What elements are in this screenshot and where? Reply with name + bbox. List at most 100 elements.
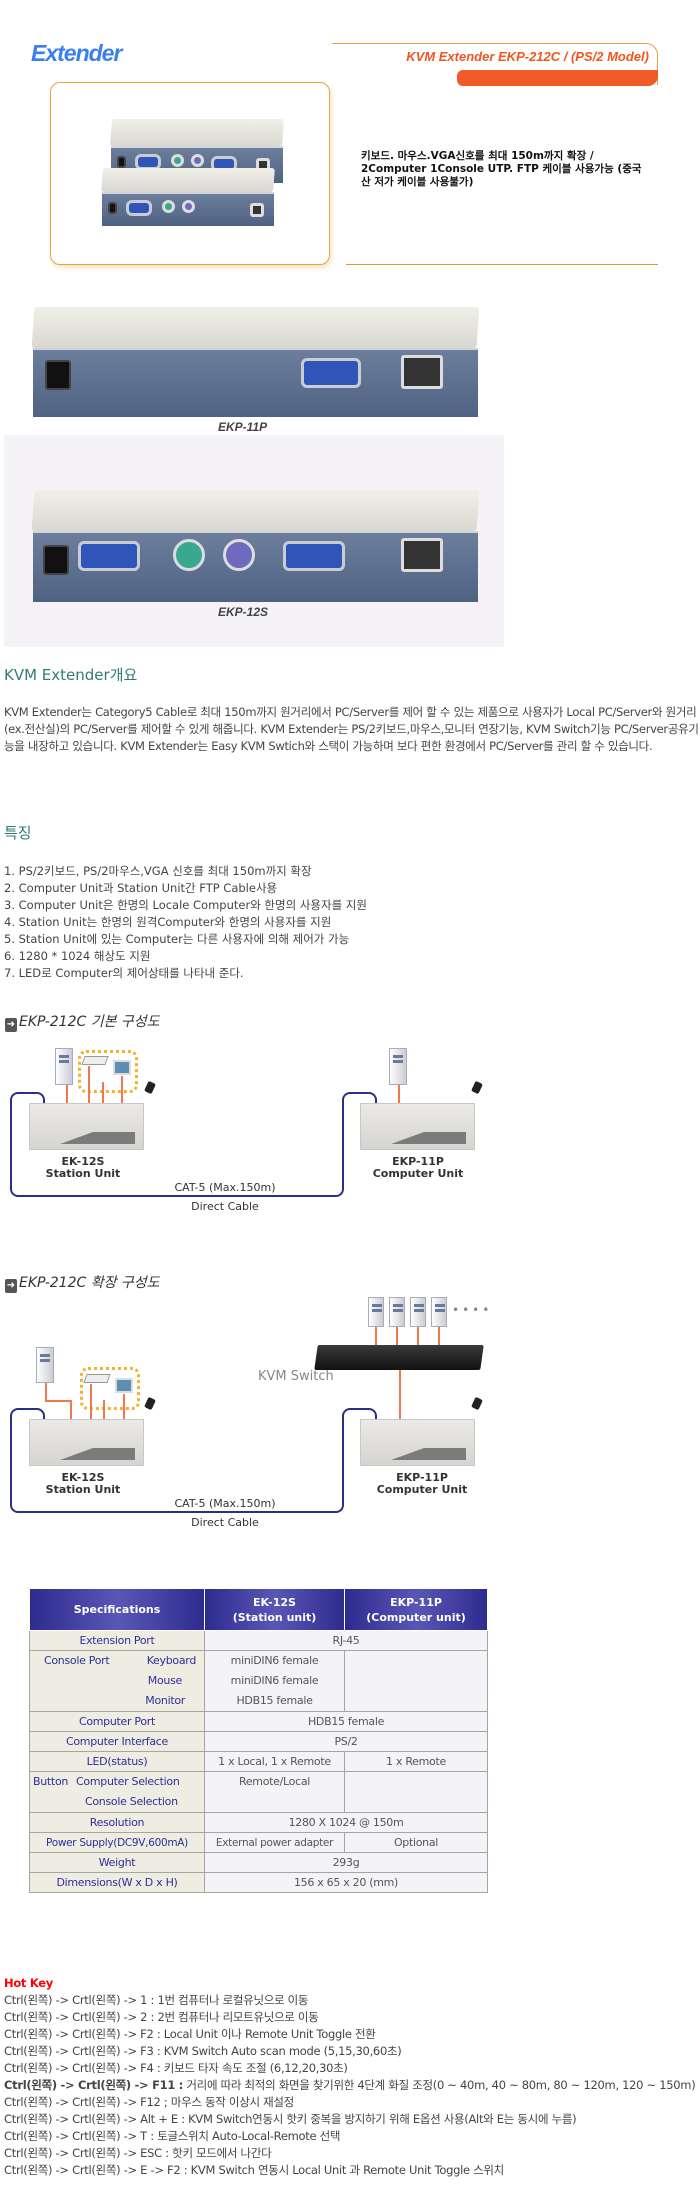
overview-text: KVM Extender는 Category5 Cable로 최대 150m까지… — [4, 705, 699, 753]
row-value: 293g — [204, 1852, 488, 1873]
station-unit-device — [29, 1419, 144, 1466]
table-header-row: Specifications EK-12S(Station unit) EKP-… — [29, 1588, 488, 1631]
features-heading: 특징 — [4, 824, 32, 842]
row-value-empty — [344, 1771, 488, 1813]
hotkey-item: Ctrl(왼쪽) -> Crtl(왼쪽) -> F11 : 거리에 따라 최적의… — [4, 2078, 696, 2092]
feature-item: 6. 1280 * 1024 해상도 지원 — [4, 949, 151, 963]
row-label: Resolution — [29, 1812, 205, 1833]
power-adapter-icon — [144, 1080, 156, 1095]
cable-spec-label: CAT-5 (Max.150m) — [174, 1497, 276, 1510]
feature-item: 1. PS/2키보드, PS/2마우스,VGA 신호를 최대 150m까지 확장 — [4, 864, 312, 878]
hotkey-item: Ctrl(왼쪽) -> Crtl(왼쪽) -> F12 ; 마우스 동작 이상시… — [4, 2095, 294, 2109]
row-value: Remote/Local — [204, 1771, 345, 1813]
table-row: Dimensions(W x D x H)156 x 65 x 20 (mm) — [29, 1872, 488, 1893]
kvm-switch-label: KVM Switch — [258, 1369, 334, 1384]
extended-diagram-title-text: EKP-212C 확장 구성도 — [19, 1275, 160, 1291]
pc-tower-icon — [36, 1347, 54, 1383]
power-adapter-icon — [471, 1396, 483, 1411]
server-icon — [410, 1297, 426, 1327]
features-list: 1. PS/2키보드, PS/2마우스,VGA 신호를 최대 150m까지 확장… — [4, 863, 367, 982]
row-label: Power Supply(DC9V,600mA) — [29, 1832, 205, 1853]
computer-unit-device — [360, 1103, 475, 1150]
pc-tower-icon — [389, 1048, 407, 1085]
extended-diagram-title: ➜EKP-212C 확장 구성도 — [5, 1275, 160, 1293]
row-value-empty — [344, 1650, 488, 1712]
row-value: Optional — [344, 1832, 488, 1853]
cable-end-computer — [342, 1092, 377, 1104]
feature-item: 3. Computer Unit은 한명의 Locale Computer와 한… — [4, 898, 367, 912]
pc-tower-icon — [55, 1048, 73, 1085]
hotkey-item: Ctrl(왼쪽) -> Crtl(왼쪽) -> 1 : 1번 컴퓨터나 로컬유닛… — [4, 1993, 309, 2007]
ekp-12s-photo — [31, 490, 480, 602]
power-adapter-icon — [144, 1396, 156, 1411]
row-value: 156 x 65 x 20 (mm) — [204, 1872, 488, 1893]
row-value: 1280 X 1024 @ 150m — [204, 1812, 488, 1833]
feature-item: 7. LED로 Computer의 제어상태를 나타내 준다. — [4, 966, 244, 980]
feature-item: 4. Station Unit는 한명의 원격Computer와 한명의 사용자… — [4, 915, 332, 929]
hotkey-item: Ctrl(왼쪽) -> Crtl(왼쪽) -> Alt + E : KVM Sw… — [4, 2112, 577, 2126]
hotkey-item: Ctrl(왼쪽) -> Crtl(왼쪽) -> F2 : Local Unit … — [4, 2027, 376, 2041]
cable-end-station — [10, 1092, 45, 1104]
row-label: Extension Port — [29, 1630, 205, 1651]
product-image-lower — [101, 168, 275, 226]
hotkey-item: Ctrl(왼쪽) -> Crtl(왼쪽) -> ESC : 핫키 모드에서 나간… — [4, 2146, 272, 2160]
header-ekp-11p: EKP-11P(Computer unit) — [344, 1588, 488, 1631]
cable-type-label: Direct Cable — [191, 1200, 259, 1213]
hotkey-item: Ctrl(왼쪽) -> Crtl(왼쪽) -> 2 : 2번 컴퓨터나 리모트유… — [4, 2010, 319, 2024]
row-value: External power adapter — [204, 1832, 345, 1853]
row-value: 1 x Local, 1 x Remote — [204, 1751, 345, 1772]
row-value: RJ-45 — [204, 1630, 488, 1651]
product-photo-box — [50, 82, 330, 265]
basic-diagram-title-text: EKP-212C 기본 구성도 — [19, 1014, 160, 1030]
more-servers-dots: •••• — [452, 1303, 493, 1317]
hotkey-item: Ctrl(왼쪽) -> Crtl(왼쪽) -> F3 : KVM Switch … — [4, 2044, 402, 2058]
cable-type-label: Direct Cable — [191, 1516, 259, 1529]
power-adapter-icon — [471, 1080, 483, 1095]
specifications-table: Specifications EK-12S(Station unit) EKP-… — [29, 1588, 488, 1893]
computer-unit-device — [360, 1419, 475, 1466]
hotkey-item: Ctrl(왼쪽) -> Crtl(왼쪽) -> F4 : 키보드 타자 속도 조… — [4, 2061, 348, 2075]
hotkey-item: Ctrl(왼쪽) -> Crtl(왼쪽) -> T : 토글스위치 Auto-L… — [4, 2129, 341, 2143]
header-divider — [346, 264, 658, 265]
row-value: PS/2 — [204, 1731, 488, 1752]
cable-end-computer — [342, 1408, 377, 1420]
row-label: Dimensions(W x D x H) — [29, 1872, 205, 1893]
keyboard-icon — [81, 1056, 109, 1065]
basic-diagram-title: ➜EKP-212C 기본 구성도 — [5, 1014, 160, 1032]
server-icon — [389, 1297, 405, 1327]
station-unit-device — [29, 1103, 144, 1150]
server-icon — [368, 1297, 384, 1327]
keyboard-icon — [83, 1374, 111, 1383]
product-title-tab: KVM Extender EKP-212C / (PS/2 Model) — [332, 43, 658, 86]
ekp-12s-label: EKP-12S — [218, 605, 269, 619]
console-group — [80, 1367, 140, 1410]
hotkey-item: Ctrl(왼쪽) -> Crtl(왼쪽) -> E -> F2 : KVM Sw… — [4, 2163, 504, 2177]
table-row: Power Supply(DC9V,600mA)External power a… — [29, 1832, 488, 1853]
kvm-switch-device — [314, 1345, 484, 1370]
arrow-right-icon: ➜ — [5, 1279, 17, 1293]
header-ek-12s: EK-12S(Station unit) — [204, 1588, 345, 1631]
row-label: Weight — [29, 1852, 205, 1873]
feature-item: 5. Station Unit에 있는 Computer는 다른 사용자에 의해… — [4, 932, 350, 946]
ekp-12s-photo-panel: EKP-12S — [4, 435, 504, 647]
console-group — [78, 1050, 138, 1093]
cable-spec-label: CAT-5 (Max.150m) — [174, 1181, 276, 1194]
monitor-icon — [115, 1378, 133, 1393]
monitor-icon — [113, 1060, 131, 1075]
ekp-11p-label: EKP-11P — [218, 420, 268, 434]
title-accent-bar — [457, 70, 658, 86]
product-title: KVM Extender EKP-212C / (PS/2 Model) — [406, 49, 649, 64]
row-label: LED(status) — [29, 1751, 205, 1772]
extender-logo: Extender — [31, 40, 122, 66]
